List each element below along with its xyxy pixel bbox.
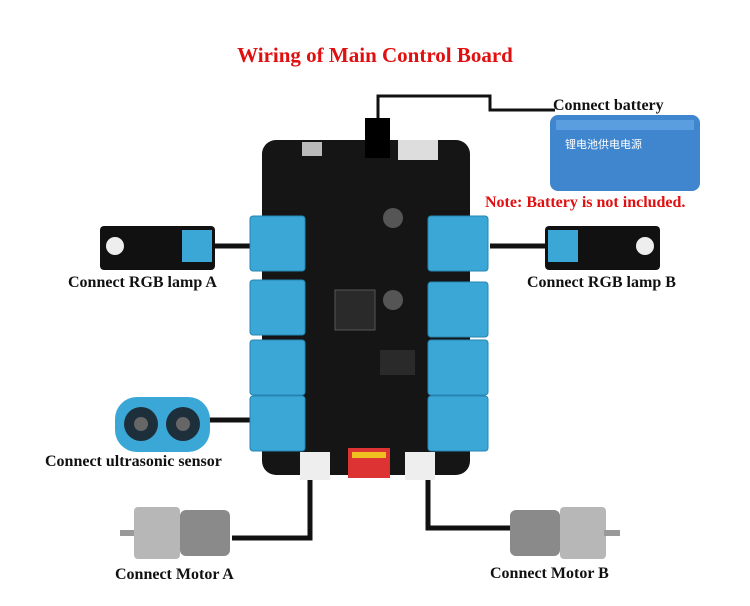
battery-label: Connect battery (553, 97, 664, 114)
wires (208, 94, 555, 541)
motor-b-wire (425, 470, 510, 531)
motor-a-label: Connect Motor A (115, 566, 234, 583)
motor-b-port (405, 452, 435, 480)
usb-port (302, 142, 322, 156)
rgb-lamp-b-label: Connect RGB lamp B (527, 274, 676, 291)
battery-print: 锂电池供电电源 (565, 137, 642, 151)
power-jack (365, 118, 390, 158)
motor-b-label: Connect Motor B (490, 565, 609, 582)
rgb-lamp-a (100, 226, 215, 270)
battery: 锂电池供电电源 (550, 115, 700, 191)
connectors (249, 215, 489, 452)
ultrasonic-label: Connect ultrasonic sensor (45, 453, 222, 470)
motor-a-port (300, 452, 330, 480)
motor-a-wire (232, 470, 313, 541)
rgb-lamp-a-label: Connect RGB lamp A (68, 274, 217, 291)
battery-wire (376, 94, 555, 140)
main-control-board (262, 118, 470, 480)
page-title: Wiring of Main Control Board (237, 43, 513, 67)
ultrasonic-sensor (115, 397, 210, 452)
rgb-lamp-b (545, 226, 660, 270)
motor-b (510, 507, 620, 559)
motor-a (120, 507, 230, 559)
mcu-chip (334, 289, 376, 331)
power-switch (398, 140, 438, 160)
battery-note: Note: Battery is not included. (485, 194, 686, 211)
